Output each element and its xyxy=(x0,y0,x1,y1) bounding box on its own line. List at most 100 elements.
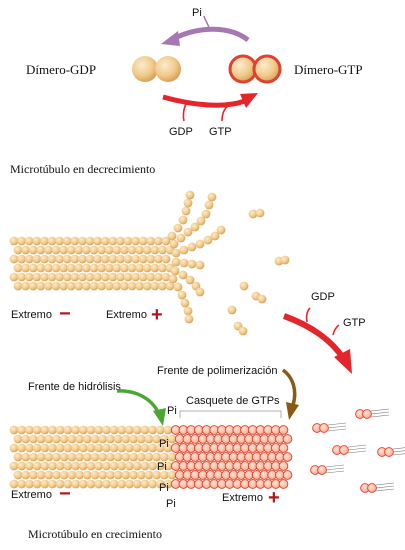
gdp-tubulin-subunit xyxy=(36,245,46,255)
gdp-tubulin-subunit xyxy=(21,452,31,462)
gdp-tubulin-subunit xyxy=(93,272,102,282)
gdp-tubulin-subunit xyxy=(44,434,54,444)
gdp-tubulin-subunit xyxy=(173,223,183,233)
gtp-tubulin-subunit xyxy=(278,461,289,471)
gdp-tubulin-subunit xyxy=(127,245,137,255)
gdp-tubulin-subunit xyxy=(25,425,34,435)
gdp-tubulin-subunit xyxy=(195,287,205,297)
gdp-tubulin-subunit xyxy=(181,206,191,216)
gdp-tubulin-subunit xyxy=(36,434,46,444)
gdp-tubulin-subunit xyxy=(146,236,156,246)
motion-streak xyxy=(347,444,367,448)
gdp-tubulin-subunit xyxy=(123,236,133,246)
gdp-tubulin-subunit xyxy=(94,443,104,453)
gdp-tubulin-subunit xyxy=(183,227,193,237)
gdp-tubulin-subunit xyxy=(59,281,68,291)
gtp-tubulin-subunit xyxy=(282,452,293,462)
gdp-tubulin-subunit xyxy=(144,470,154,480)
gdp-tubulin-subunit xyxy=(168,274,178,284)
gdp-tubulin-subunit xyxy=(59,434,69,444)
gdp-tubulin-subunit xyxy=(70,272,80,282)
gdp-tubulin-subunit xyxy=(63,479,73,489)
gdp-tubulin-subunit xyxy=(109,479,119,489)
gdp-tubulin-subunit xyxy=(178,270,188,280)
gdp-tubulin-subunit xyxy=(204,200,214,210)
gtp-tubulin-subunit xyxy=(339,445,349,455)
motion-streak xyxy=(325,470,345,474)
gdp-tubulin-subunit xyxy=(55,236,64,246)
gdp-tubulin-subunit xyxy=(93,254,102,264)
gdp-tubulin-subunit xyxy=(257,294,267,304)
gdp-tubulin-subunit xyxy=(167,434,177,444)
gdp-tubulin-subunit xyxy=(78,425,88,435)
gdp-tubulin-subunit xyxy=(132,461,142,471)
motion-streak xyxy=(370,408,390,412)
gdp-tubulin-subunit xyxy=(104,263,114,273)
gdp-tubulin-subunit xyxy=(93,236,102,246)
gdp-tubulin-subunit xyxy=(66,263,76,273)
motion-streak xyxy=(327,425,347,429)
pi-release-arrow-head xyxy=(161,31,180,46)
gdp-tubulin-subunit xyxy=(47,272,57,282)
gtp-tubulin-subunit xyxy=(384,447,394,457)
shrinking-microtubule xyxy=(9,190,290,336)
gdp-tubulin-subunit xyxy=(140,425,150,435)
gdp-tubulin-subunit xyxy=(9,272,19,282)
gdp-tubulin-subunit xyxy=(59,263,68,273)
gdp-tubulin-subunit xyxy=(132,479,142,489)
shrinking-lattice xyxy=(9,236,175,291)
gdp-tubulin-subunit xyxy=(138,236,148,246)
growing-microtubule xyxy=(9,408,405,493)
gdp-tubulin-subunit xyxy=(144,434,154,444)
gdp-tubulin-subunit xyxy=(78,443,88,453)
gdp-tubulin-subunit xyxy=(120,245,129,255)
gdp-tubulin-subunit xyxy=(32,272,42,282)
gdp-tubulin-subunit xyxy=(86,443,96,453)
gdp-tubulin-subunit xyxy=(120,281,129,291)
gdp-tubulin-subunit xyxy=(59,470,69,480)
gdp-tubulin-subunit xyxy=(51,245,61,255)
gdp-tubulin-subunit xyxy=(17,479,27,489)
gdp-tubulin-subunit xyxy=(125,425,134,435)
gdp-tubulin-subunit xyxy=(113,470,123,480)
motion-streak xyxy=(392,453,405,456)
gdp-tubulin-subunit xyxy=(82,245,91,255)
gdp-tubulin-subunit xyxy=(152,452,162,462)
gdp-tubulin-subunit xyxy=(82,434,92,444)
gdp-tubulin-subunit xyxy=(32,425,42,435)
gdp-tubulin-subunit xyxy=(55,425,65,435)
gdp-tubulin-subunit xyxy=(63,461,73,471)
gtp-label-right: GTP xyxy=(343,317,366,329)
gdp-tubulin-subunit xyxy=(44,470,54,480)
gdp-tubulin-subunit xyxy=(187,259,197,269)
gdp-tubulin-subunit xyxy=(155,461,165,471)
gdp-tubulin-subunit xyxy=(109,425,119,435)
gdp-tubulin-subunit xyxy=(125,461,134,471)
gdp-tubulin-subunit xyxy=(100,272,110,282)
hydrolysis-front-arrow-head xyxy=(153,408,166,426)
gdp-tubulin-subunit xyxy=(173,282,183,292)
gdp-tubulin-subunit xyxy=(183,306,193,316)
gtp-tubulin-subunit xyxy=(278,443,289,453)
gdp-tubulin-subunit xyxy=(131,272,141,282)
gdp-tubulin-subunit xyxy=(127,281,137,291)
gdp-tubulin-subunit xyxy=(154,254,163,264)
gdp-tubulin-subunit xyxy=(28,263,38,273)
motion-streak xyxy=(392,450,405,453)
polymerization-front-label: Frente de polimerización xyxy=(157,365,277,377)
gdp-label-top: GDP xyxy=(169,126,193,138)
motion-streak xyxy=(375,488,395,492)
gdp-tubulin-subunit xyxy=(155,425,165,435)
gdp-tubulin-subunit xyxy=(150,245,160,255)
gdp-tubulin-subunit xyxy=(55,272,64,282)
gdp-tubulin-subunit xyxy=(75,434,84,444)
gdp-tubulin-subunit xyxy=(239,281,249,291)
gdp-label-right: GDP xyxy=(311,291,335,303)
gdp-tubulin-subunit xyxy=(163,425,173,435)
gdp-tubulin-subunit xyxy=(48,425,57,435)
gtp-tubulin-subunit xyxy=(362,409,372,419)
free-gdp-dimers xyxy=(227,208,290,336)
gdp-tubulin-subunit xyxy=(85,236,95,246)
gdp-tubulin-subunit xyxy=(89,245,99,255)
gdp-tubulin-subunit xyxy=(48,479,57,489)
